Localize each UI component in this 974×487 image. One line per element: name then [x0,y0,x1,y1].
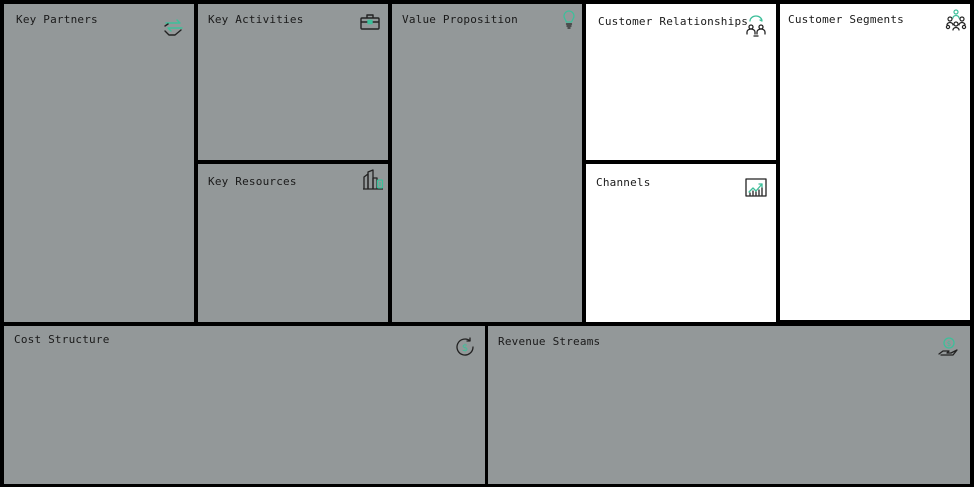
svg-text:$: $ [947,340,951,348]
svg-text:$: $ [462,343,468,354]
dollar-cycle-icon: $ [453,335,477,359]
key-activities-block[interactable]: Key Activities [198,4,388,160]
customer-segments-block[interactable]: Customer Segments [780,4,970,320]
revenue-streams-block[interactable]: Revenue Streams $ [488,326,970,484]
customer-segments-title: Customer Segments [788,13,904,26]
channels-block[interactable]: Channels [586,164,776,322]
growth-chart-icon [744,176,768,200]
buildings-icon [361,168,385,192]
customer-relationships-block[interactable]: Customer Relationships [586,4,776,160]
hand-money-icon: $ [937,335,961,359]
key-activities-title: Key Activities [208,13,304,26]
channels-title: Channels [596,176,651,189]
handshake-exchange-icon [162,14,186,38]
toolbox-icon [358,10,382,34]
key-resources-block[interactable]: Key Resources [198,164,388,322]
cost-structure-block[interactable]: Cost Structure $ [4,326,485,484]
lightbulb-icon [557,6,581,30]
cost-structure-title: Cost Structure [14,333,110,346]
revenue-streams-title: Revenue Streams [498,335,601,348]
key-partners-title: Key Partners [16,13,98,26]
value-proposition-title: Value Proposition [402,13,518,26]
key-resources-title: Key Resources [208,175,297,188]
key-partners-block[interactable]: Key Partners [4,4,194,322]
people-cycle-icon [744,14,768,38]
customer-relationships-title: Customer Relationships [598,15,749,28]
people-group-icon [944,8,968,32]
value-proposition-block[interactable]: Value Proposition [392,4,582,322]
